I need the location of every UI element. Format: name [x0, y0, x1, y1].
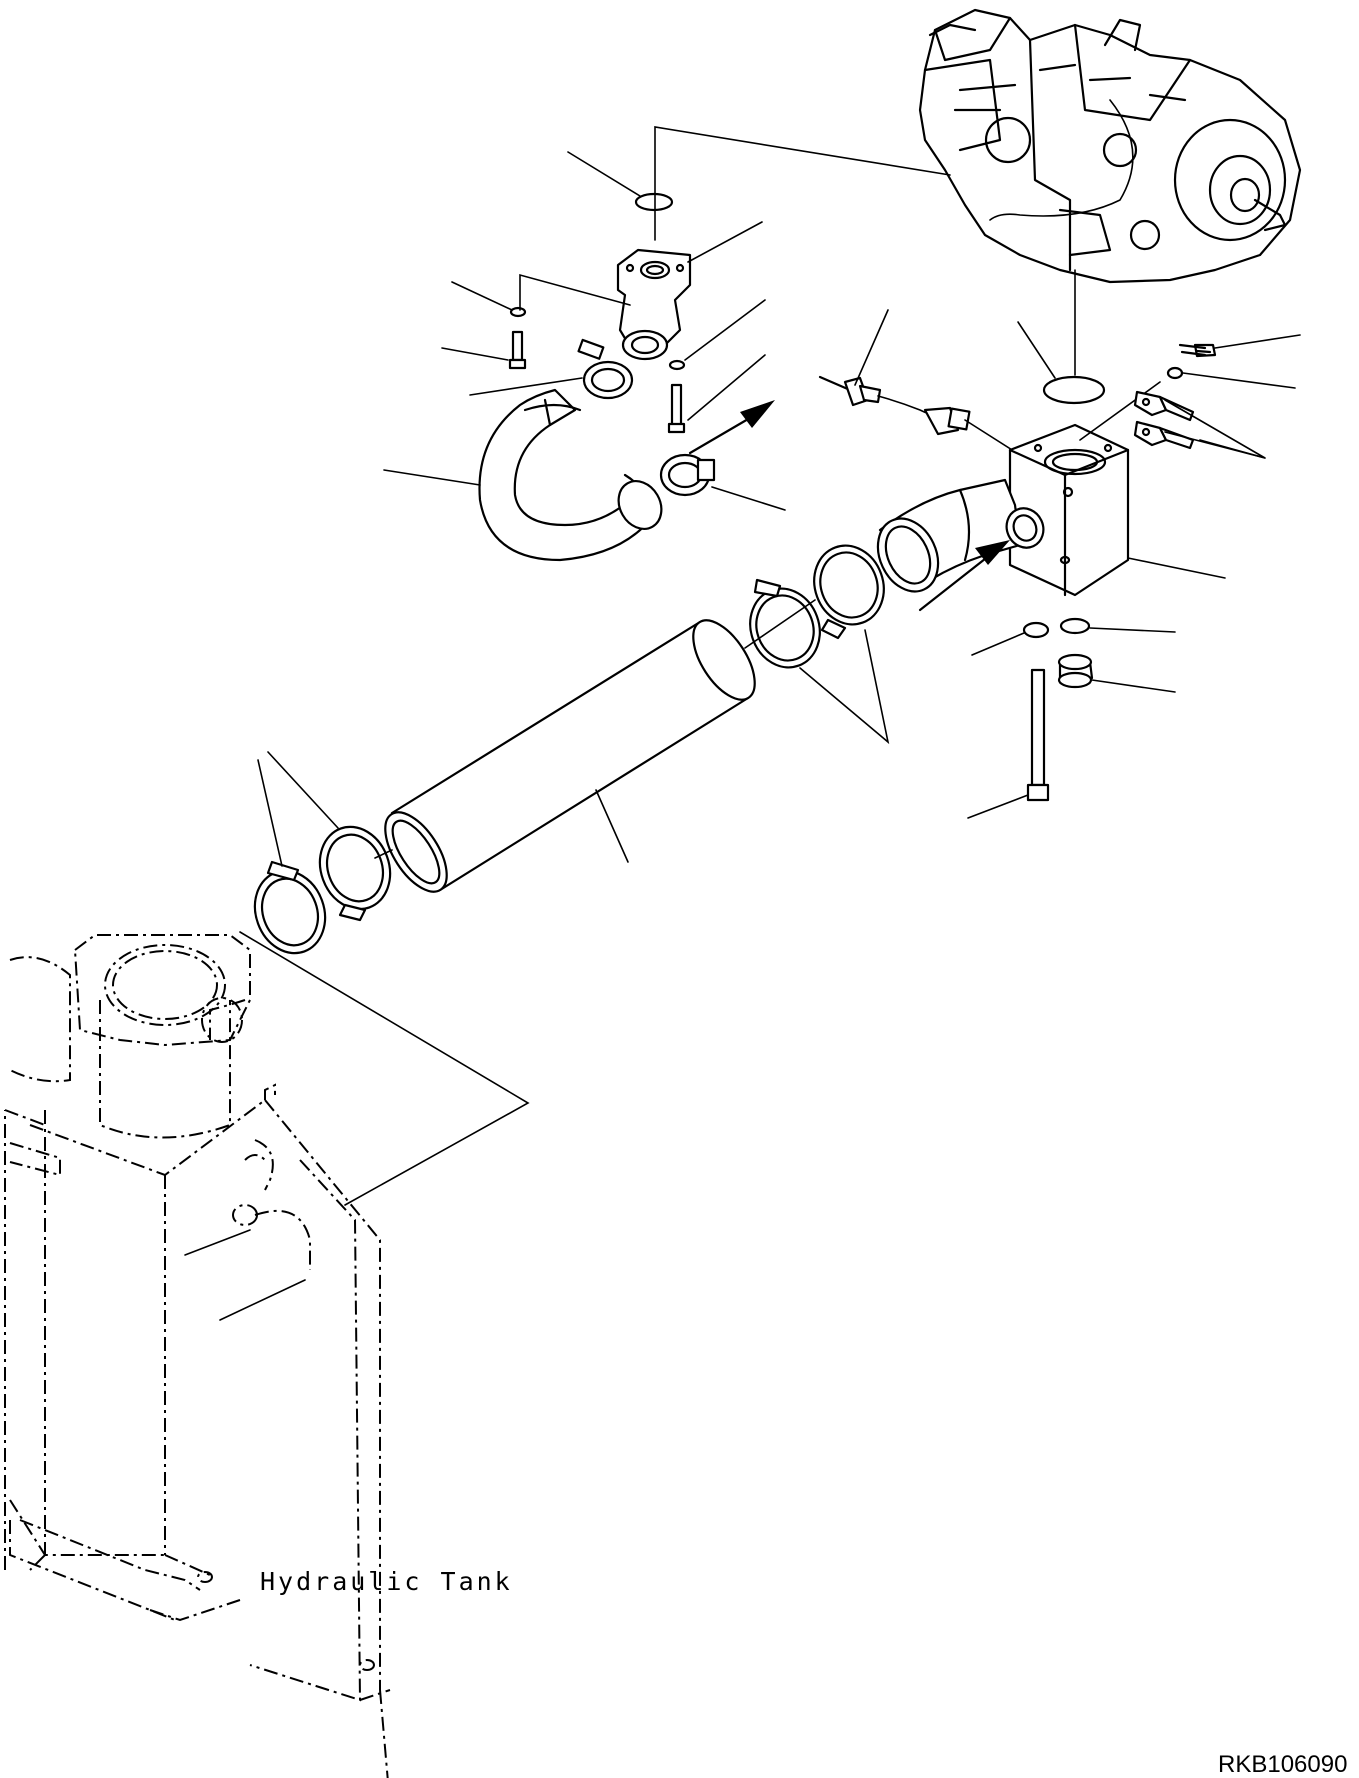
- leader-tank-port-b: [219, 1279, 306, 1321]
- figure-code: RKB106090: [1218, 1751, 1347, 1778]
- block-arrow: [918, 540, 1010, 612]
- washer-left: [509, 306, 527, 318]
- leader-clamp-upper: [469, 377, 583, 396]
- leader-brackets-a: [1164, 399, 1266, 459]
- leader-washer-right: [684, 299, 766, 361]
- leader-clamp-left-b: [267, 751, 339, 829]
- bolt-align-line: [519, 273, 631, 311]
- leader-o-ring-below: [1089, 627, 1176, 633]
- hydraulic-pump: [918, 8, 1302, 284]
- bolt-right: [667, 383, 686, 434]
- screw-align-line: [1079, 381, 1161, 441]
- leader-elbow: [687, 221, 763, 263]
- leader-straight-hose: [595, 789, 629, 863]
- leader-valve-block: [1127, 557, 1226, 579]
- flow-arrow: [688, 400, 775, 455]
- clamp-left-a: [253, 860, 327, 955]
- bolt-left: [508, 330, 527, 370]
- leader-brackets-b: [1164, 431, 1266, 459]
- hydraulic-tank: [4, 934, 391, 1778]
- elbow-fitting: [616, 248, 692, 361]
- leader-washer-below: [971, 632, 1025, 656]
- leader-o-ring-upper: [567, 151, 641, 197]
- o-ring-block-top: [1042, 375, 1106, 405]
- cable-bracket-1: [1133, 390, 1195, 422]
- leader-washer-top-right: [1182, 372, 1296, 389]
- clamp-lower-hose: [659, 453, 716, 497]
- valve-block: [1008, 423, 1130, 597]
- leader-clamps-center: [799, 629, 890, 745]
- long-bolt: [1026, 668, 1050, 802]
- leader-washer-left: [451, 281, 513, 311]
- leader-bolt-right: [687, 354, 766, 421]
- clamp-left-b: [318, 825, 392, 922]
- leader-clamp-lower: [711, 486, 786, 511]
- tank-label: Hydraulic Tank: [260, 1567, 513, 1596]
- leader-bolt-left: [441, 347, 509, 361]
- hose-align-left: [374, 849, 393, 859]
- tank-connection-leader: [239, 931, 530, 1206]
- u-hose: [478, 388, 663, 562]
- temperature-sensor: [818, 375, 971, 436]
- leader-plug: [1091, 679, 1176, 693]
- clamp-upper-hose: [577, 338, 634, 400]
- cable-bracket-2: [1133, 420, 1195, 450]
- clamp-sleeve-right: [813, 544, 885, 640]
- leader-tank-port-a: [184, 1229, 251, 1256]
- washer-right: [668, 359, 686, 371]
- leader-screw-top-right: [1214, 334, 1301, 349]
- plug: [1057, 653, 1094, 689]
- leader-u-hose: [383, 469, 481, 486]
- leader-o-ring-block: [1017, 321, 1056, 379]
- screw-top-right: [1178, 343, 1217, 358]
- o-ring-upper: [634, 192, 674, 212]
- o-ring-below-block: [1059, 617, 1091, 635]
- leader-sensor: [854, 309, 889, 386]
- washer-top-right: [1166, 366, 1184, 380]
- hose-align-right: [744, 599, 816, 649]
- straight-hose: [384, 619, 756, 893]
- leader-clamp-left-a: [257, 759, 283, 867]
- washer-below-block: [1022, 621, 1050, 639]
- leader-long-bolt: [967, 794, 1029, 819]
- pump-flange-leader: [654, 126, 951, 241]
